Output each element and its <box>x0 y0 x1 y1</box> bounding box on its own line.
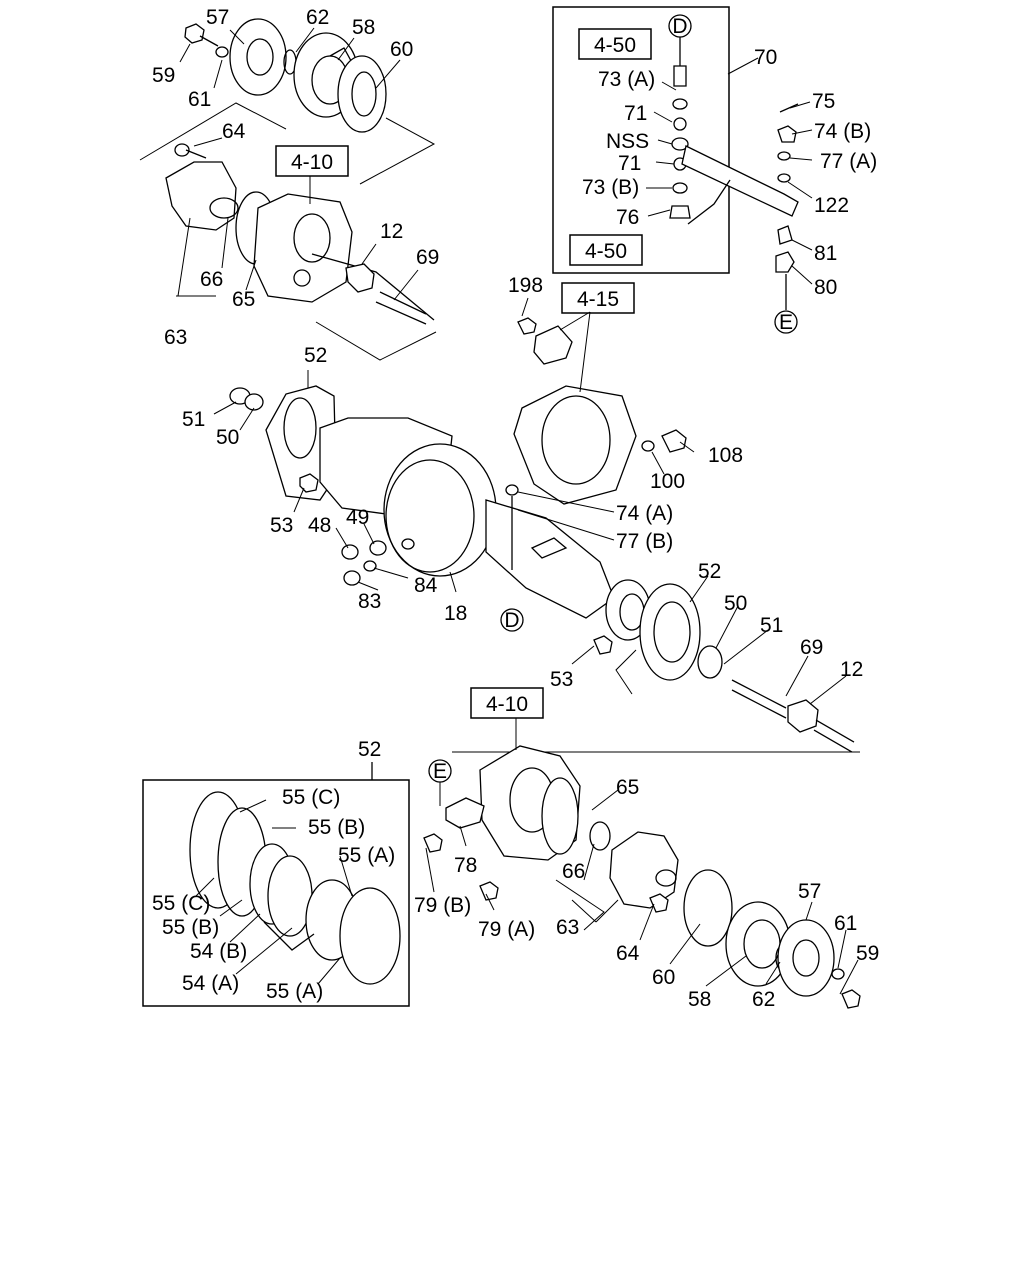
callout-52-mid: 52 <box>304 344 327 367</box>
callout-75: 75 <box>812 90 835 113</box>
ref-410-top-label: 4-10 <box>291 151 333 174</box>
callout-74a: 74 (A) <box>616 502 673 525</box>
callout-61-bottom: 61 <box>834 912 857 935</box>
callout-80: 80 <box>814 276 837 299</box>
callout-55b-top: 55 (B) <box>308 816 365 839</box>
callout-79a: 79 (A) <box>478 918 535 941</box>
callout-81: 81 <box>814 242 837 265</box>
callout-79b: 79 (B) <box>414 894 471 917</box>
callout-55b-left: 55 (B) <box>162 916 219 939</box>
leader-lines <box>179 27 859 995</box>
callout-122: 122 <box>814 194 849 217</box>
connector-d-top: D <box>668 14 692 38</box>
callout-65-bottom: 65 <box>616 776 639 799</box>
callout-60-top: 60 <box>390 38 413 61</box>
callout-69-top: 69 <box>416 246 439 269</box>
callout-59-bottom: 59 <box>856 942 879 965</box>
callout-58-top: 58 <box>352 16 375 39</box>
callout-78: 78 <box>454 854 477 877</box>
connector-e-top-label: E <box>779 311 793 334</box>
callout-12-top: 12 <box>380 220 403 243</box>
callout-51-right: 51 <box>760 614 783 637</box>
axle-housing <box>229 385 651 641</box>
callout-63-bottom: 63 <box>556 916 579 939</box>
callout-51-mid: 51 <box>182 408 205 431</box>
callout-58-bottom: 58 <box>688 988 711 1011</box>
callout-70: 70 <box>754 46 777 69</box>
connector-d-bottom-label: D <box>504 609 519 632</box>
callout-61-top: 61 <box>188 88 211 111</box>
ref-box-410-bottom[interactable]: 4-10 <box>470 687 544 719</box>
callout-73b-inset: 73 (B) <box>582 176 639 199</box>
callout-71-a: 71 <box>624 102 647 125</box>
connector-d-bottom: D <box>500 608 524 632</box>
callout-74b: 74 (B) <box>814 120 871 143</box>
ref-box-450-top[interactable]: 4-50 <box>578 28 652 60</box>
connector-e-bottom: E <box>428 759 452 783</box>
callout-66-bottom: 66 <box>562 860 585 883</box>
callout-54a: 54 (A) <box>182 972 239 995</box>
callout-52-right: 52 <box>698 560 721 583</box>
callout-57-bottom: 57 <box>798 880 821 903</box>
carrier-cover <box>513 317 687 505</box>
callout-69-right: 69 <box>800 636 823 659</box>
callout-108: 108 <box>708 444 743 467</box>
connector-e-top: E <box>774 310 798 334</box>
callout-55a-bottom: 55 (A) <box>266 980 323 1003</box>
callout-76: 76 <box>616 206 639 229</box>
callout-18: 18 <box>444 602 467 625</box>
ref-450-bottom-label: 4-50 <box>585 240 627 263</box>
ref-450-top-label: 4-50 <box>594 34 636 57</box>
callout-nss: NSS <box>606 130 649 153</box>
callout-50-right: 50 <box>724 592 747 615</box>
ref-415-label: 4-15 <box>577 288 619 311</box>
ref-410-bottom-label: 4-10 <box>486 693 528 716</box>
callout-55c-left: 55 (C) <box>152 892 210 915</box>
callout-66-top: 66 <box>200 268 223 291</box>
callout-12-right: 12 <box>840 658 863 681</box>
callout-100: 100 <box>650 470 685 493</box>
callout-62-bottom: 62 <box>752 988 775 1011</box>
callout-53-mid: 53 <box>270 514 293 537</box>
connector-d-top-label: D <box>672 15 687 38</box>
callout-59-top: 59 <box>152 64 175 87</box>
callout-labels: 57 62 58 60 59 61 64 66 65 63 12 69 52 5… <box>152 6 879 1011</box>
callout-63-top: 63 <box>164 326 187 349</box>
callout-62-top: 62 <box>306 6 329 29</box>
ref-box-415[interactable]: 4-15 <box>561 282 635 314</box>
ref-box-410-top[interactable]: 4-10 <box>275 145 349 177</box>
callout-65-top: 65 <box>232 288 255 311</box>
callout-50-mid: 50 <box>216 426 239 449</box>
callout-77a: 77 (A) <box>820 150 877 173</box>
connector-e-bottom-label: E <box>433 760 447 783</box>
callout-77b: 77 (B) <box>616 530 673 553</box>
callout-64-top: 64 <box>222 120 246 143</box>
callout-84: 84 <box>414 574 438 597</box>
callout-60-bottom: 60 <box>652 966 675 989</box>
callout-54b: 54 (B) <box>190 940 247 963</box>
callout-57-top: 57 <box>206 6 229 29</box>
right-shaft <box>593 583 855 753</box>
callout-49: 49 <box>346 506 369 529</box>
callout-53-right: 53 <box>550 668 573 691</box>
callout-83: 83 <box>358 590 381 613</box>
bottom-right-knuckle <box>423 745 861 1009</box>
callout-71-b: 71 <box>618 152 641 175</box>
callout-52-inset: 52 <box>358 738 381 761</box>
callout-64-bottom: 64 <box>616 942 640 965</box>
callout-55c-top: 55 (C) <box>282 786 340 809</box>
left-spindle-knuckle <box>139 102 437 361</box>
ref-box-450-bottom[interactable]: 4-50 <box>569 234 643 266</box>
callout-48: 48 <box>308 514 331 537</box>
callout-55a-top: 55 (A) <box>338 844 395 867</box>
callout-73a-inset: 73 (A) <box>598 68 655 91</box>
bearing-inset <box>142 762 410 1007</box>
callout-198: 198 <box>508 274 543 297</box>
